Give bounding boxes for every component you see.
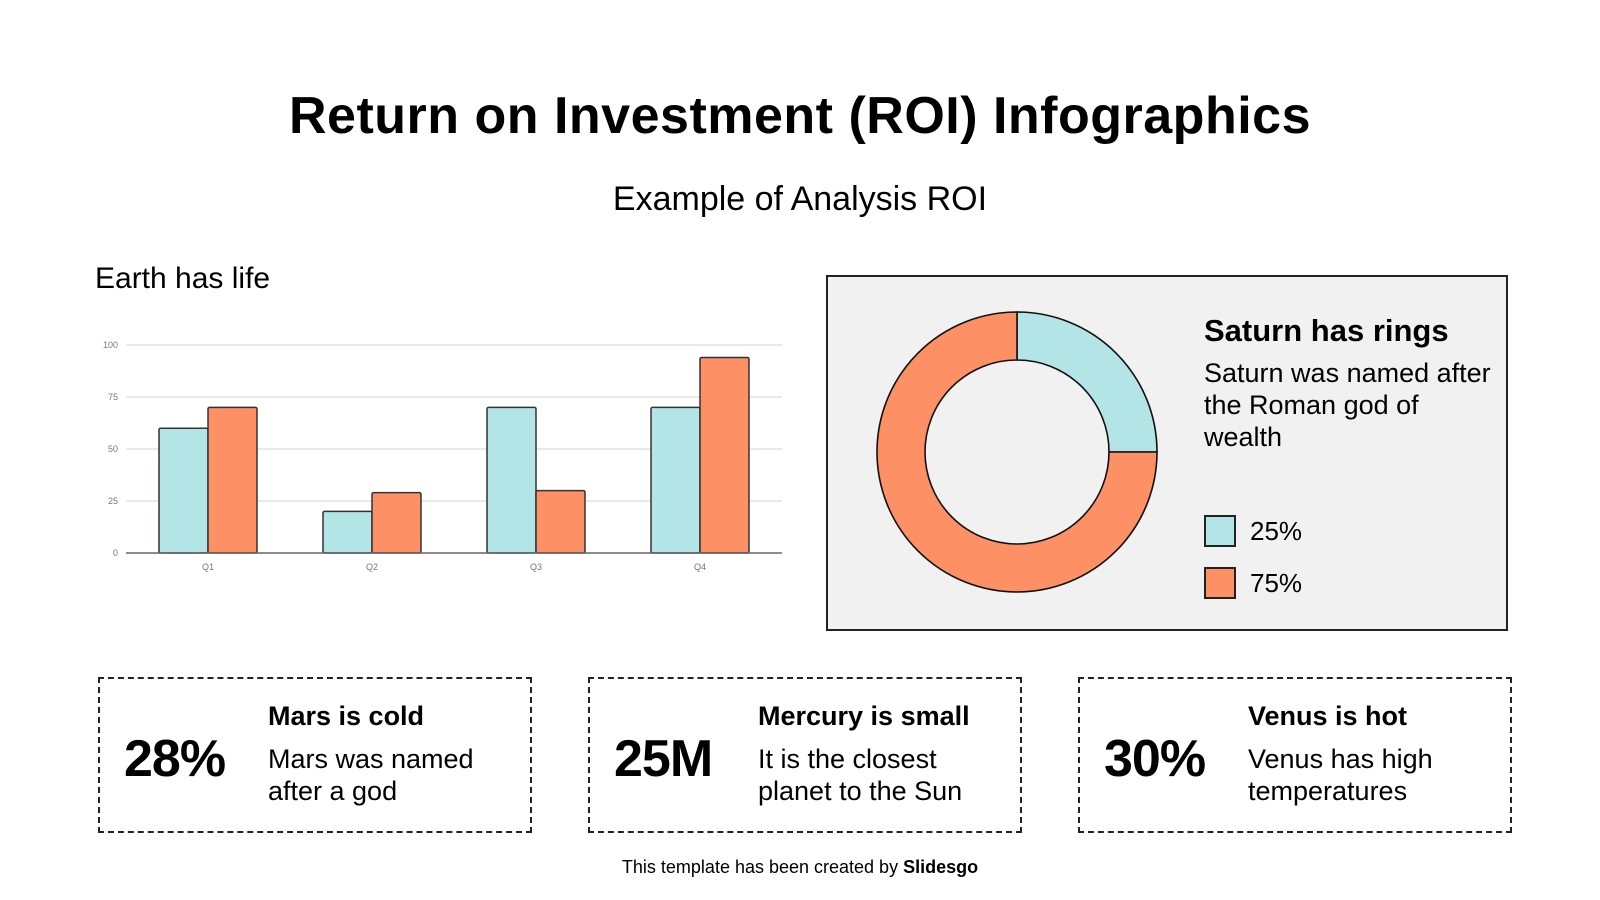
donut-description: Saturn was named after the Roman god of … — [1204, 358, 1491, 452]
x-tick-label: Q2 — [366, 562, 378, 572]
footer-brand-link[interactable]: Slidesgo — [903, 857, 979, 877]
bar-q2-series1 — [322, 510, 373, 554]
legend-item: 25% — [1204, 505, 1302, 557]
y-tick-label: 25 — [108, 496, 118, 506]
stat-title: Mercury is small — [758, 701, 970, 731]
legend-item: 75% — [1204, 557, 1302, 609]
bar-q4-series1 — [650, 406, 701, 554]
stat-description: Venus has high temperatures — [1248, 744, 1433, 806]
stat-value: 28% — [124, 730, 226, 788]
bar-q4-series2 — [699, 356, 750, 554]
y-tick-label: 50 — [108, 444, 118, 454]
donut-legend: 25% 75% — [1204, 505, 1302, 609]
x-tick-label: Q4 — [694, 562, 706, 572]
bar-q1-series2 — [207, 406, 258, 554]
donut-chart — [876, 311, 1158, 593]
legend-label: 25% — [1250, 515, 1303, 546]
x-tick-label: Q3 — [530, 562, 542, 572]
donut-panel: Saturn has rings Saturn was named after … — [826, 275, 1508, 631]
stat-description: Mars was named after a god — [268, 744, 474, 806]
bar-q3-series1 — [486, 406, 537, 554]
stat-value: 25M — [614, 730, 713, 788]
page-subtitle: Example of Analysis ROI — [612, 180, 988, 218]
stat-value: 30% — [1104, 730, 1206, 788]
y-tick-label: 100 — [103, 340, 118, 350]
legend-swatch-orange — [1204, 567, 1236, 599]
y-tick-label: 0 — [113, 548, 118, 558]
stat-title: Venus is hot — [1248, 701, 1408, 731]
bar-q2-series2 — [371, 491, 422, 554]
footer-credit: This template has been created by Slides… — [0, 857, 1600, 878]
x-tick-label: Q1 — [202, 562, 214, 572]
page-title: Return on Investment (ROI) Infographics — [289, 87, 1311, 145]
stat-card-mercury: 25M Mercury is small It is the closest p… — [588, 677, 1022, 833]
y-tick-label: 75 — [108, 392, 118, 402]
donut-slice-2 — [876, 311, 1158, 593]
stat-description: It is the closest planet to the Sun — [758, 744, 963, 806]
stat-card-mars: 28% Mars is cold Mars was named after a … — [98, 677, 532, 833]
bar-chart-heading: Earth has life — [95, 262, 271, 295]
legend-label: 75% — [1250, 567, 1303, 598]
stat-title: Mars is cold — [268, 701, 425, 731]
legend-swatch-teal — [1204, 515, 1236, 547]
donut-title: Saturn has rings — [1204, 313, 1449, 348]
bar-q3-series2 — [535, 489, 586, 554]
donut-slice-1 — [1016, 311, 1158, 453]
footer-text: This template has been created by — [621, 857, 904, 877]
stat-card-venus: 30% Venus is hot Venus has high temperat… — [1078, 677, 1512, 833]
bar-q1-series1 — [158, 427, 209, 554]
